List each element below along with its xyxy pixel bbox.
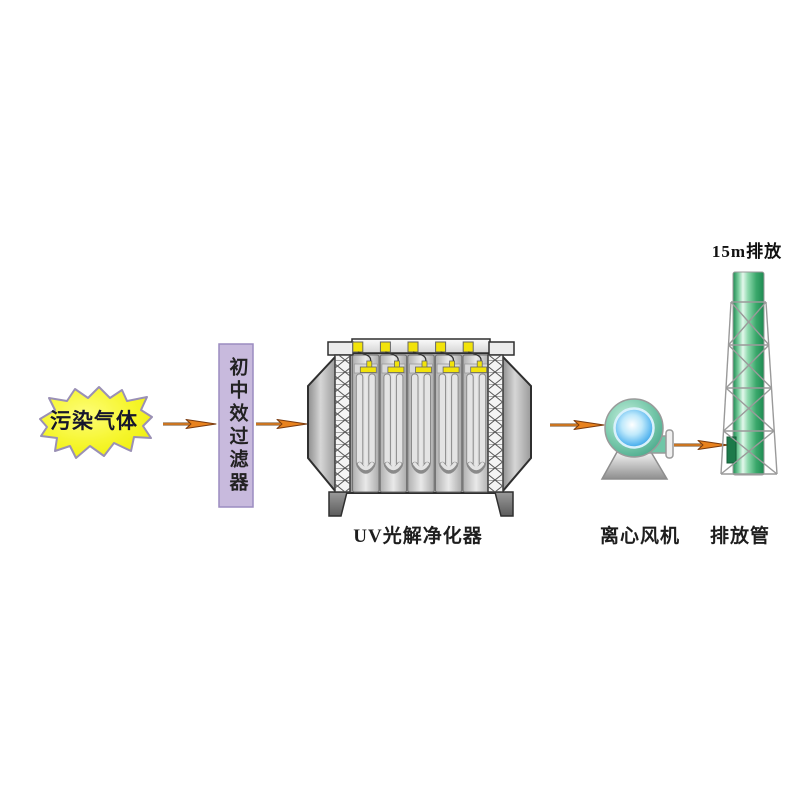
uv-right-wall [501,353,532,495]
fan-hub [613,407,655,449]
fan-caption: 离心风机 [599,526,680,547]
uv-left-foot [328,491,348,517]
flow-arrow-2 [256,419,308,429]
fan-shape [600,398,674,480]
stack-lattice [720,301,778,475]
uv-right-cap [488,341,515,356]
stack-height-label: 15m排放 [711,242,783,261]
stack-shape [720,271,778,476]
filter-box-label: 初中效过滤器 [226,356,248,495]
fan-flange [665,429,674,459]
uv-left-wall [307,353,337,495]
uv-lamp-1 [353,342,379,492]
stack-pipe [732,271,765,476]
flow-arrows [163,419,729,450]
uv-right-lattice-tower [487,354,504,493]
flow-arrow-1 [163,419,217,429]
uv-lamp-5 [463,342,489,492]
uv-lamp-3 [408,342,434,492]
uv-left-lattice-tower [334,354,351,493]
uv-right-foot [494,491,514,517]
pollution-cloud-shape [39,386,153,459]
filter-box-shape [218,343,254,508]
uv-purifier-shape [307,338,532,517]
uv-left-cap [327,341,354,356]
stack-inlet [726,436,737,464]
stack-caption: 排放管 [709,526,770,547]
flow-arrow-3 [550,420,605,430]
pollution-cloud-label: 污染气体 [50,409,138,433]
uv-lamp-4 [435,342,461,492]
uv-lamp-2 [380,342,406,492]
flow-arrow-4 [674,440,729,450]
uv-purifier-caption: UV光解净化器 [353,526,483,547]
